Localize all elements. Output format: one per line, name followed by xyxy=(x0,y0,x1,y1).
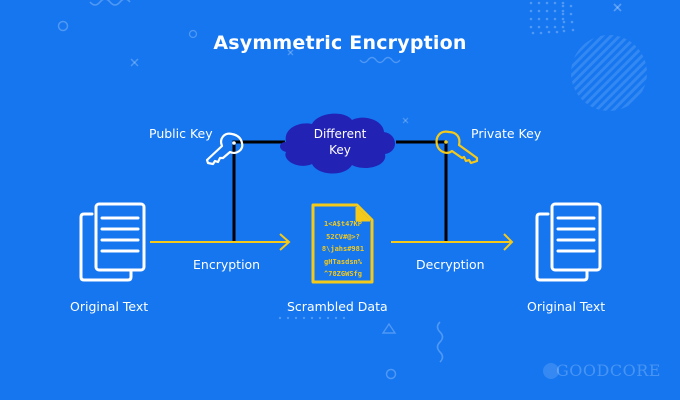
scrambled-line: 52CV#@>? xyxy=(326,232,360,241)
diagram-title: Asymmetric Encryption xyxy=(213,32,467,54)
decor-circle-bottom xyxy=(385,368,397,380)
decor-circle-left xyxy=(57,20,69,32)
decor-wave-title xyxy=(359,56,401,64)
decor-wave-vertical xyxy=(436,321,444,363)
scrambled-text-block: 1<A$t47KP 52CV#@>? 8\jahs#981 gHTasdsn% … xyxy=(313,218,373,281)
decor-wave-top xyxy=(89,0,131,6)
scrambled-data-label: Scrambled Data xyxy=(287,299,388,314)
scrambled-line: 8\jahs#981 xyxy=(321,245,365,253)
decor-cross-left xyxy=(130,58,139,67)
decryption-arrow[interactable] xyxy=(391,233,514,251)
goodcore-logo-icon xyxy=(543,363,559,379)
scrambled-line: gHTasdsn% xyxy=(324,257,362,266)
different-key-line-2: Key xyxy=(329,143,351,157)
public-key-icon[interactable] xyxy=(205,132,244,166)
private-key-label: Private Key xyxy=(471,126,542,141)
private-key-icon[interactable] xyxy=(435,130,479,165)
different-key-label: Different Key xyxy=(300,126,380,158)
decor-dot-row-bottom xyxy=(278,316,346,320)
different-key-line-1: Different xyxy=(313,127,367,141)
encryption-label: Encryption xyxy=(193,257,261,272)
public-key-label: Public Key xyxy=(149,126,213,141)
encryption-arrow[interactable] xyxy=(150,233,291,251)
decor-cross-top-right xyxy=(613,3,622,12)
goodcore-watermark: GOODCORE xyxy=(556,361,661,380)
connector-public-key xyxy=(232,140,285,242)
scrambled-line: ^78ZGWSfg xyxy=(324,270,362,278)
scrambled-file-icon[interactable] xyxy=(311,203,374,284)
target-document-icon[interactable] xyxy=(535,202,602,282)
decor-dot-grid-top-right xyxy=(529,1,575,35)
different-key-cloud[interactable] xyxy=(280,113,396,174)
decor-striped-circle xyxy=(571,35,647,111)
source-document-label: Original Text xyxy=(70,299,149,314)
decor-cross-cloud xyxy=(402,117,409,124)
scrambled-line: 1<A$t47KP xyxy=(324,220,362,228)
source-document-icon[interactable] xyxy=(79,202,146,282)
decor-triangle-bottom xyxy=(381,322,397,334)
decryption-label: Decryption xyxy=(416,257,485,272)
connector-private-key xyxy=(396,140,448,242)
target-document-label: Original Text xyxy=(527,299,606,314)
decor-circle-title xyxy=(188,29,198,39)
decor-cross-title xyxy=(287,49,294,56)
